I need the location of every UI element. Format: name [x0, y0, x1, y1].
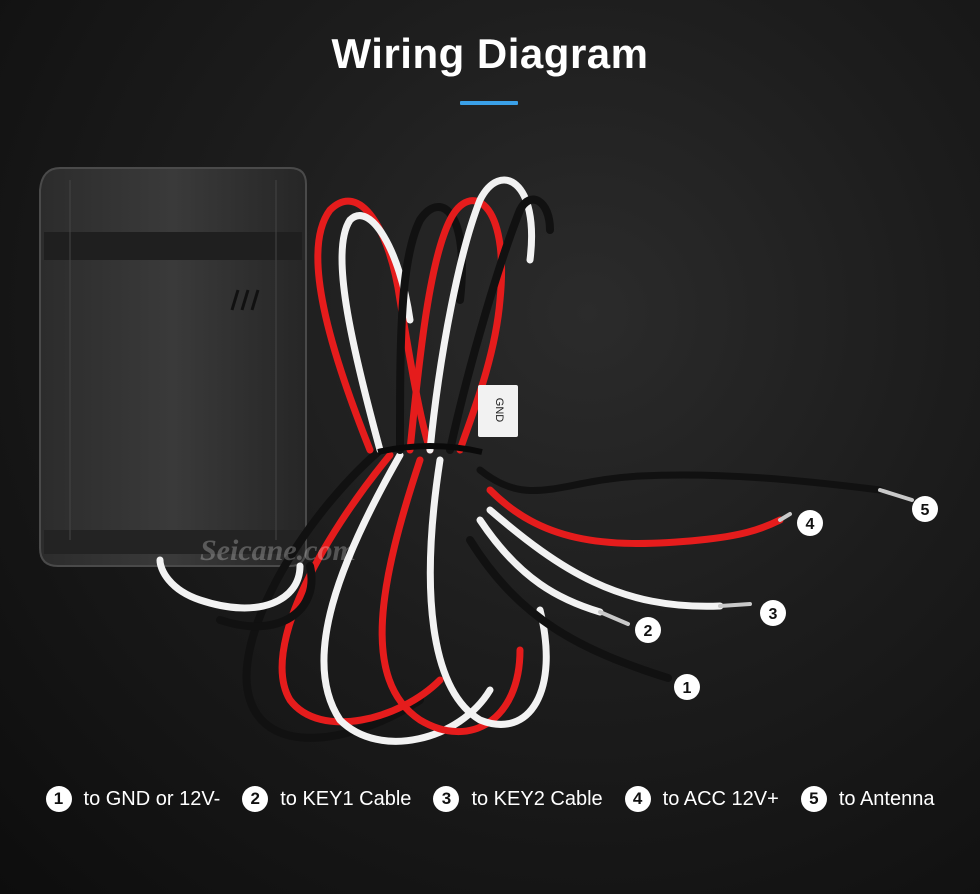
wire-5-end: [878, 488, 914, 502]
cable-bundle: [156, 176, 554, 745]
legend-text: to ACC 12V+: [662, 787, 779, 810]
wire-5-black: [476, 466, 884, 494]
gnd-label: GND: [493, 398, 505, 423]
wire-2-white: [476, 516, 604, 616]
wire-1-black: [466, 536, 672, 682]
legend-item-antenna: 5 to Antenna: [800, 786, 935, 812]
legend-number-badge: 5: [800, 786, 827, 812]
wire-leads: [466, 466, 914, 682]
callout-5: 5: [912, 496, 938, 522]
legend-item-acc: 4 to ACC 12V+: [624, 786, 779, 812]
svg-text:5: 5: [921, 502, 930, 519]
legend-number-badge: 3: [433, 786, 460, 812]
callout-1: 1: [674, 674, 700, 700]
callout-3: 3: [760, 600, 786, 626]
legend: 1 to GND or 12V- 2 to KEY1 Cable 3 to KE…: [0, 784, 980, 814]
legend-number-badge: 2: [242, 786, 269, 812]
title-underline: [460, 101, 518, 105]
legend-item-key2: 3 to KEY2 Cable: [433, 786, 603, 812]
svg-text:1: 1: [683, 680, 692, 697]
legend-text: to KEY1 Cable: [280, 787, 412, 810]
svg-text:3: 3: [769, 606, 778, 623]
wire-4-end: [778, 512, 792, 522]
legend-number-badge: 4: [624, 786, 651, 812]
cable-tie: [377, 443, 483, 455]
legend-text: to KEY2 Cable: [471, 787, 603, 810]
control-box: [39, 167, 307, 567]
svg-text:2: 2: [644, 623, 653, 640]
watermark: Seicane.com: [200, 534, 356, 567]
legend-item-key1: 2 to KEY1 Cable: [242, 786, 411, 812]
vent-slots: [230, 289, 260, 311]
wire-3-white: [486, 506, 724, 610]
legend-number-badge: 1: [45, 786, 72, 812]
callout-4: 4: [797, 510, 823, 536]
callout-2: 2: [635, 617, 661, 643]
wire-3-end: [718, 602, 752, 608]
legend-text: to Antenna: [838, 787, 935, 810]
legend-item-gnd: 1 to GND or 12V-: [45, 786, 221, 812]
legend-text: to GND or 12V-: [83, 787, 221, 810]
wire-4-red: [486, 486, 784, 547]
wire-2-end: [598, 610, 630, 626]
svg-text:4: 4: [806, 516, 815, 533]
page-title: Wiring Diagram: [331, 30, 649, 77]
gnd-label-tag: GND: [478, 385, 518, 437]
